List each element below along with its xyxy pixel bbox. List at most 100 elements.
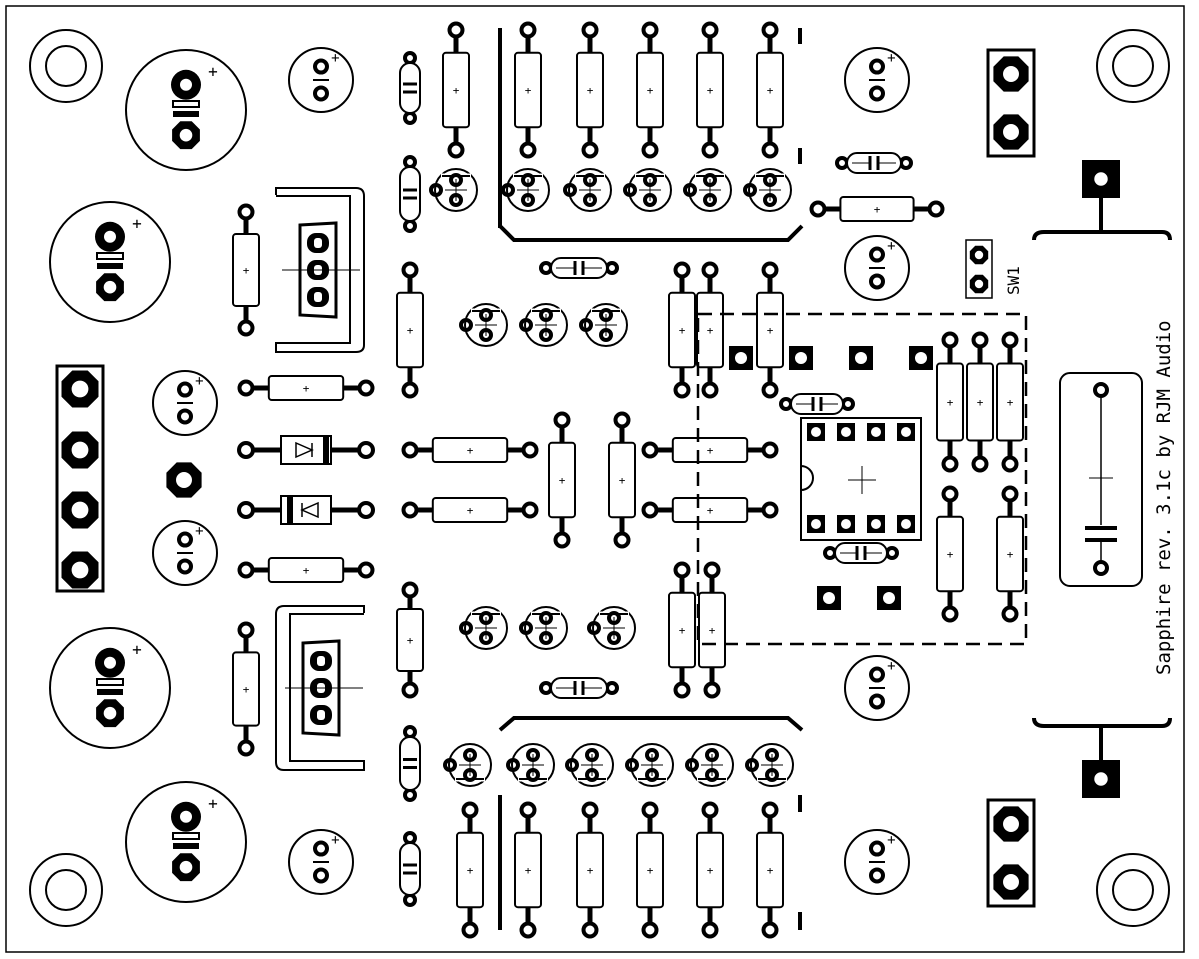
svg-text:+: +: [707, 444, 714, 457]
resistor: +: [936, 331, 964, 473]
square-pad: [909, 346, 933, 370]
svg-text:+: +: [709, 624, 716, 637]
svg-text:+: +: [243, 683, 250, 696]
svg-text:+: +: [977, 396, 984, 409]
resistor: +: [698, 561, 726, 699]
diode: [237, 495, 375, 525]
svg-text:+: +: [767, 864, 774, 877]
electrolytic-capacitor: +: [288, 47, 354, 113]
resistor: +: [548, 411, 576, 549]
transistor: [519, 606, 568, 650]
svg-text:+: +: [619, 474, 626, 487]
svg-text:+: +: [647, 864, 654, 877]
transistor: [745, 743, 794, 787]
svg-text:+: +: [132, 640, 142, 659]
diode: [237, 435, 375, 465]
electrolytic-capacitor: +: [288, 829, 354, 895]
transistor: [459, 303, 508, 347]
resistor: +: [576, 21, 604, 159]
svg-text:+: +: [467, 864, 474, 877]
resistor: +: [641, 497, 779, 523]
svg-text:+: +: [767, 324, 774, 337]
svg-text:+: +: [407, 324, 414, 337]
svg-text:+: +: [874, 203, 881, 216]
transistor: [429, 168, 478, 212]
electrolytic-capacitor: +: [844, 829, 910, 895]
transistor: [683, 168, 732, 212]
svg-text:+: +: [195, 523, 203, 539]
resistor: +: [456, 801, 484, 939]
board-title: Sapphire rev. 3.1c by RJM Audio: [1153, 320, 1175, 675]
header-2pin: [986, 798, 1036, 908]
resistor: +: [232, 621, 260, 757]
switch-label-sw1: SW1: [1004, 266, 1023, 295]
transistor-group-outline: [498, 28, 804, 930]
svg-text:+: +: [647, 84, 654, 97]
svg-text:+: +: [707, 864, 714, 877]
svg-text:+: +: [947, 396, 954, 409]
svg-text:+: +: [303, 564, 310, 577]
film-capacitor: [779, 393, 855, 415]
electrolytic-capacitor: +: [125, 49, 247, 171]
square-pad: [817, 586, 841, 610]
resistor: +: [966, 331, 994, 473]
transistor: [579, 303, 628, 347]
transistor: [459, 606, 508, 650]
resistor: +: [756, 261, 784, 399]
electrolytic-capacitor: +: [125, 781, 247, 903]
film-capacitor: [823, 542, 899, 564]
mounting-hole: [1096, 853, 1170, 927]
transistor: [685, 743, 734, 787]
transistor: [623, 168, 672, 212]
switch-sw1: [965, 239, 993, 299]
transistor: [625, 743, 674, 787]
resistor: +: [514, 21, 542, 159]
header-4pin: [55, 364, 105, 593]
svg-text:+: +: [559, 474, 566, 487]
component-layer: + + + + + + + + + + + + + + + + + + + + + + + + + + + + + + + + + + + + + + + +…: [29, 21, 1172, 939]
power-capacitor: [1059, 372, 1143, 587]
svg-text:+: +: [195, 373, 203, 389]
film-capacitor: [539, 257, 619, 279]
svg-text:+: +: [679, 624, 686, 637]
resistor: +: [608, 411, 636, 549]
ic-dip8: [800, 417, 922, 541]
square-pad: [729, 346, 753, 370]
svg-text:+: +: [331, 50, 339, 66]
resistor: +: [401, 437, 539, 463]
svg-text:+: +: [679, 324, 686, 337]
electrolytic-capacitor: +: [844, 655, 910, 721]
svg-text:+: +: [707, 504, 714, 517]
svg-text:+: +: [707, 84, 714, 97]
square-pad: [849, 346, 873, 370]
film-capacitor: [399, 831, 421, 907]
resistor: +: [396, 581, 424, 699]
resistor: +: [576, 801, 604, 939]
svg-text:+: +: [303, 382, 310, 395]
svg-text:+: +: [767, 84, 774, 97]
header-2pin: [986, 48, 1036, 158]
electrolytic-capacitor: +: [152, 370, 218, 436]
resistor: +: [636, 801, 664, 939]
transistor: [563, 168, 612, 212]
resistor: +: [636, 21, 664, 159]
resistor: +: [996, 331, 1024, 473]
square-pad: [877, 586, 901, 610]
svg-text:+: +: [887, 238, 895, 254]
resistor: +: [696, 21, 724, 159]
svg-text:+: +: [587, 84, 594, 97]
svg-text:+: +: [525, 84, 532, 97]
film-capacitor: [399, 155, 421, 233]
resistor: +: [996, 485, 1024, 623]
mounting-hole: [29, 853, 103, 927]
svg-text:+: +: [208, 62, 218, 81]
svg-text:+: +: [467, 444, 474, 457]
svg-text:+: +: [407, 634, 414, 647]
resistor: +: [232, 203, 260, 337]
resistor: +: [641, 437, 779, 463]
transistor: [443, 743, 492, 787]
resistor: +: [396, 261, 424, 399]
voltage-regulator: [275, 187, 365, 353]
svg-text:+: +: [467, 504, 474, 517]
